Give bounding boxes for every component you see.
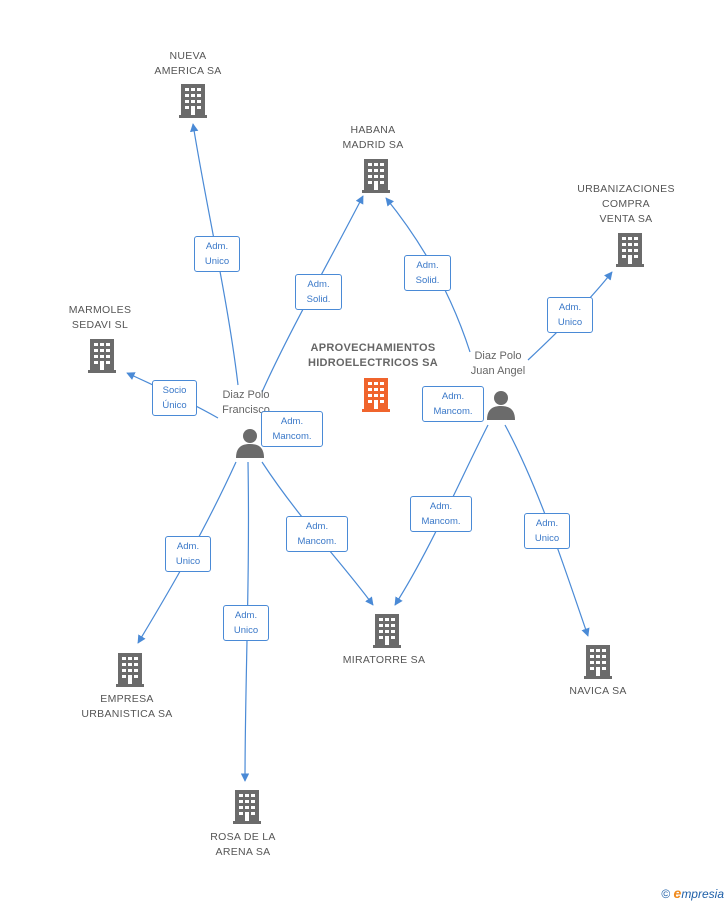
role-badge[interactable]: Adm. Mancom. [261, 411, 323, 447]
role-badge[interactable]: Adm. Unico [524, 513, 570, 549]
building-icon[interactable] [88, 339, 116, 373]
role-badge[interactable]: Adm. Unico [194, 236, 240, 272]
copyright-symbol: © [661, 887, 671, 901]
company-label-urbanizaciones[interactable]: URBANIZACIONES COMPRA VENTA SA [577, 183, 675, 225]
company-label-habana-madrid[interactable]: HABANA MADRID SA [342, 124, 404, 151]
company-label-marmoles[interactable]: MARMOLES SEDAVI SL [68, 304, 132, 331]
building-icon[interactable] [233, 790, 261, 824]
person-label-juan-angel[interactable]: Diaz Polo Juan Angel [470, 350, 526, 377]
building-icon[interactable] [362, 159, 390, 193]
brand-initial: e [673, 885, 682, 901]
person-label-francisco[interactable]: Diaz Polo Francisco [222, 389, 270, 416]
building-icon[interactable] [373, 614, 401, 648]
building-icon[interactable] [179, 84, 207, 118]
role-badge[interactable]: Adm. Unico [547, 297, 593, 333]
role-badge[interactable]: Adm. Mancom. [286, 516, 348, 552]
company-label-navica[interactable]: NAVICA SA [569, 685, 627, 697]
role-badge[interactable]: Adm. Solid. [404, 255, 451, 291]
company-label-miratorre[interactable]: MIRATORRE SA [342, 654, 426, 666]
company-label-empresa-urbanistica[interactable]: EMPRESA URBANISTICA SA [81, 693, 173, 720]
company-label-nueva-america[interactable]: NUEVA AMERICA SA [154, 50, 222, 77]
role-badge[interactable]: Adm. Unico [223, 605, 269, 641]
person-icon[interactable] [486, 390, 516, 420]
role-badge[interactable]: Adm. Mancom. [410, 496, 472, 532]
role-badge[interactable]: Adm. Mancom. [422, 386, 484, 422]
company-label-rosa-arena[interactable]: ROSA DE LA ARENA SA [210, 831, 276, 858]
focus-building-icon[interactable] [362, 378, 390, 412]
building-icon[interactable] [616, 233, 644, 267]
brand-name: mpresia [681, 887, 724, 901]
building-icon[interactable] [116, 653, 144, 687]
building-icon[interactable] [584, 645, 612, 679]
company-label-focus[interactable]: APROVECHAMIENTOS HIDROELECTRICOS SA [307, 342, 439, 369]
role-badge[interactable]: Adm. Solid. [295, 274, 342, 310]
role-badge[interactable]: Adm. Unico [165, 536, 211, 572]
footer-brand: © empresia [661, 885, 724, 901]
role-badge[interactable]: Socio Único [152, 380, 197, 416]
person-icon[interactable] [235, 428, 265, 458]
